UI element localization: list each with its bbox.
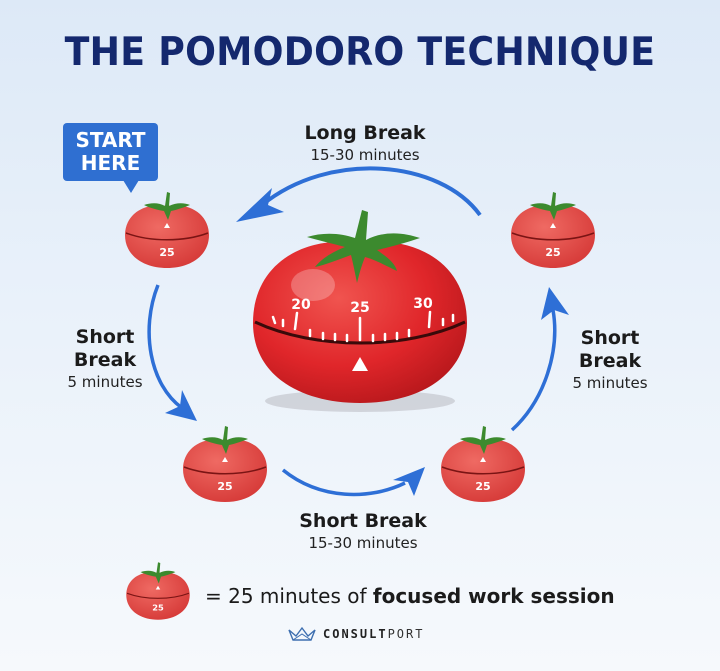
page-title: THE POMODORO TECHNIQUE <box>64 30 656 75</box>
tomato-timer-3-icon: 25 <box>441 426 525 502</box>
short-break-right-heading-2: Break <box>578 350 642 372</box>
short-break-bottom-arrow <box>281 468 406 497</box>
short-break-left-label: Short Break 5 minutes <box>50 326 160 392</box>
svg-text:25: 25 <box>545 246 560 259</box>
tomato-timer-4-icon: 25 <box>511 192 595 268</box>
short-break-bottom-arrowhead-icon <box>393 467 425 496</box>
tick-label-20: 20 <box>291 297 311 313</box>
short-break-right-label: Short Break 5 minutes <box>555 327 665 393</box>
consultport-logo: CONSULTPORT <box>287 626 424 642</box>
tomato-timer-start-icon: 25 <box>125 192 209 268</box>
long-break-duration: 15-30 minutes <box>310 146 420 164</box>
short-break-bottom-duration: 15-30 minutes <box>308 534 418 552</box>
svg-text:25: 25 <box>217 480 232 493</box>
short-break-left-heading-2: Break <box>73 349 137 371</box>
short-break-right-heading-1: Short <box>580 327 640 349</box>
crown-logo-icon <box>288 626 316 641</box>
legend-tomato-icon: 25 <box>126 562 190 620</box>
start-here-badge: START HERE <box>63 123 158 193</box>
short-break-right-arrowhead-icon <box>541 287 569 320</box>
long-break-label: Long Break 15-30 minutes <box>270 122 460 165</box>
center-tomato-timer-icon: 20 25 30 <box>253 210 467 412</box>
legend-text: = 25 minutes of focused work session <box>205 584 615 608</box>
short-break-right-duration: 5 minutes <box>572 374 648 392</box>
start-here-line1: START <box>75 128 146 152</box>
short-break-left-arrow <box>147 284 184 410</box>
tick-label-30: 30 <box>413 296 433 312</box>
short-break-left-duration: 5 minutes <box>67 373 143 391</box>
short-break-bottom-heading: Short Break <box>299 510 427 532</box>
logo-text: CONSULTPORT <box>323 627 425 641</box>
svg-text:25: 25 <box>475 480 490 493</box>
tomato-timer-2-icon: 25 <box>183 426 267 502</box>
long-break-arrow <box>260 166 482 217</box>
short-break-left-heading-1: Short <box>75 326 135 348</box>
short-break-bottom-label: Short Break 15-30 minutes <box>278 510 448 553</box>
legend-prefix: = 25 minutes of <box>205 584 373 608</box>
short-break-right-arrow <box>510 309 557 432</box>
start-here-line2: HERE <box>80 151 141 175</box>
long-break-arrowhead-icon <box>236 188 284 222</box>
svg-text:25: 25 <box>152 603 164 613</box>
tick-label-25: 25 <box>350 300 369 316</box>
legend-bold: focused work session <box>372 584 615 608</box>
svg-text:25: 25 <box>159 246 174 259</box>
long-break-heading: Long Break <box>304 122 426 144</box>
short-break-left-arrowhead-icon <box>165 390 197 421</box>
